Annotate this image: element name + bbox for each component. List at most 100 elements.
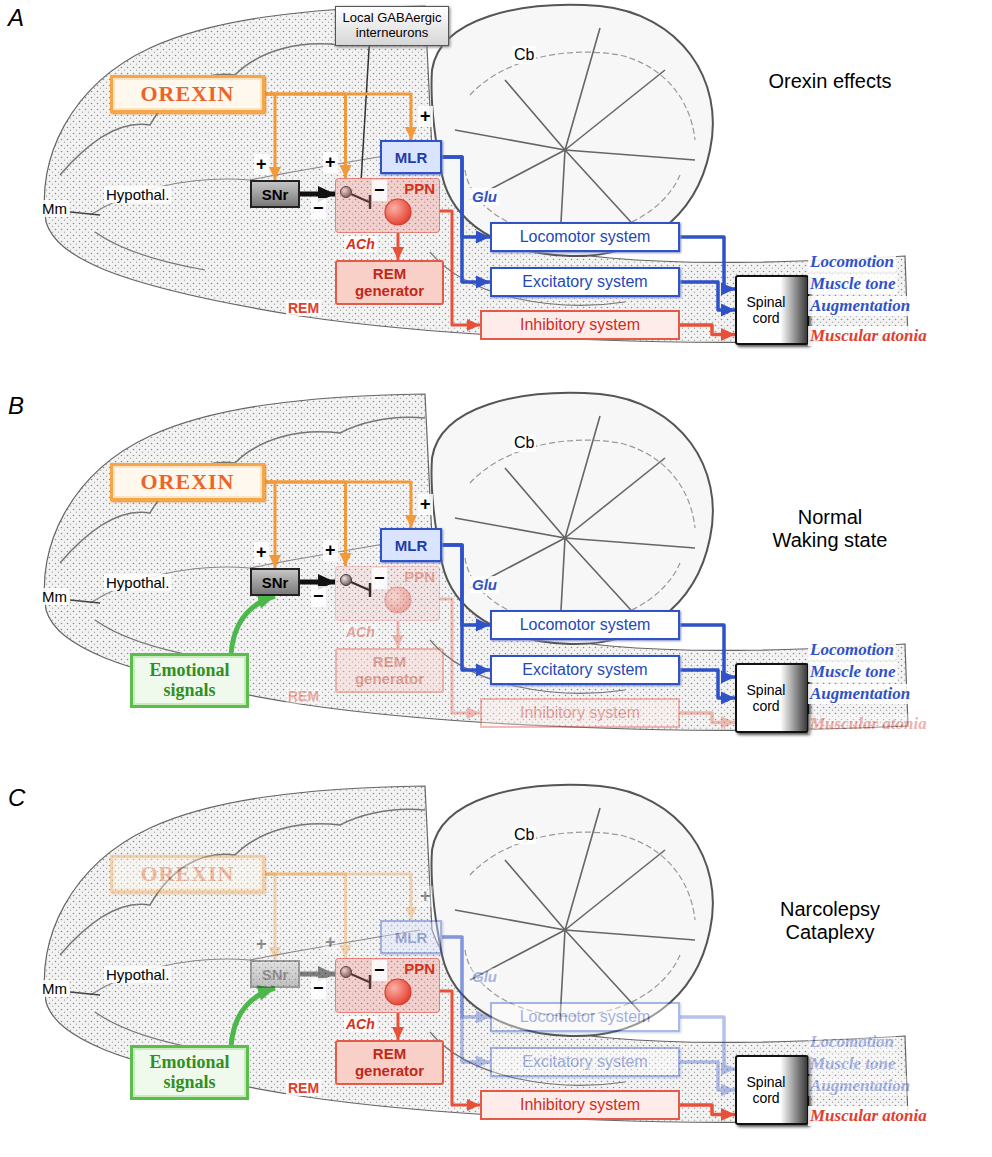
region-label: Hypothal. bbox=[104, 574, 171, 591]
connector-arrow bbox=[680, 237, 735, 296]
excitation-sign: + bbox=[254, 934, 269, 955]
rem-generator-box: REM generator bbox=[335, 648, 444, 693]
snr-box: SNr bbox=[250, 960, 300, 988]
connector-arrow bbox=[392, 621, 404, 648]
connector-line bbox=[680, 1062, 735, 1090]
transmitter-label: Glu bbox=[470, 576, 499, 593]
transmitter-label: Glu bbox=[470, 968, 499, 985]
ppn-region: PPN bbox=[335, 958, 440, 1013]
arrow-head bbox=[721, 716, 735, 729]
outcome-label: Locomotion bbox=[808, 1032, 896, 1052]
connector-arrow bbox=[265, 94, 352, 178]
region-label: Hypothal. bbox=[104, 186, 171, 203]
emotional-signals-box: Emotional signals bbox=[130, 1045, 249, 1100]
outcome-label: Augmentation bbox=[808, 1076, 912, 1096]
inhibitory-system-box: Inhibitory system bbox=[480, 1090, 680, 1120]
arrow-head bbox=[476, 619, 490, 632]
excitation-sign: + bbox=[418, 106, 433, 127]
connector-arrow bbox=[392, 1013, 404, 1040]
region-label: Cb bbox=[512, 434, 536, 452]
panel-letter: B bbox=[6, 392, 26, 420]
connector-arrow bbox=[440, 599, 480, 719]
connector-line bbox=[440, 991, 480, 1105]
node-text: MLR bbox=[395, 929, 428, 946]
arrow-head bbox=[721, 1084, 735, 1097]
node-text: SNr bbox=[262, 186, 289, 203]
emotional-signals-box: Emotional signals bbox=[130, 653, 249, 708]
outcome-label: Muscular atonia bbox=[808, 714, 929, 734]
inhibitory-system-box: Inhibitory system bbox=[480, 310, 680, 340]
node-text: Spinal cord bbox=[739, 682, 793, 714]
connector-arrow bbox=[265, 874, 417, 920]
arrow-head bbox=[476, 231, 490, 244]
inhibitory-system-box: Inhibitory system bbox=[480, 698, 680, 728]
excitatory-system-box: Excitatory system bbox=[490, 1047, 680, 1077]
callout-box: Local GABAergic interneurons bbox=[335, 6, 449, 46]
orexin-box: OREXIN bbox=[110, 75, 265, 113]
connector-line bbox=[442, 937, 490, 1062]
arrow-head bbox=[476, 1056, 490, 1069]
region-label: Mm bbox=[40, 200, 69, 217]
connector-arrow bbox=[680, 1105, 735, 1121]
excitation-sign: + bbox=[254, 154, 269, 175]
connector-line bbox=[265, 874, 411, 920]
excitation-sign: + bbox=[254, 542, 269, 563]
arrow-head bbox=[340, 165, 352, 178]
arrow-head bbox=[392, 1027, 404, 1040]
connector-line bbox=[440, 599, 480, 713]
transmitter-label: ACh bbox=[344, 1016, 377, 1032]
connector-arrow bbox=[231, 985, 275, 1045]
arrow-head bbox=[405, 127, 417, 140]
arrow-head bbox=[476, 276, 490, 289]
transmitter-label: Glu bbox=[470, 188, 499, 205]
ppn-region: PPN bbox=[335, 178, 440, 233]
connector-arrow bbox=[231, 593, 275, 653]
excitatory-system-box: Excitatory system bbox=[490, 655, 680, 685]
arrow-head bbox=[269, 167, 281, 180]
locomotor-system-box: Locomotor system bbox=[490, 222, 680, 252]
connector-arrow bbox=[680, 1062, 735, 1097]
inhibition-sign: − bbox=[372, 180, 387, 201]
arrow-head bbox=[405, 907, 417, 920]
node-text: Emotional signals bbox=[137, 661, 242, 701]
connector-arrow bbox=[392, 233, 404, 260]
excitation-sign: + bbox=[323, 540, 338, 561]
locomotor-system-box: Locomotor system bbox=[490, 1002, 680, 1032]
node-text: SNr bbox=[262, 966, 289, 983]
arrow-head bbox=[476, 664, 490, 677]
arrow-head bbox=[340, 553, 352, 566]
node-text: Inhibitory system bbox=[520, 1096, 640, 1114]
outcome-label: Muscle tone bbox=[808, 274, 897, 294]
node-text: OREXIN bbox=[140, 81, 234, 107]
rem-generator-box: REM generator bbox=[335, 1040, 444, 1085]
node-text: Locomotor system bbox=[520, 1008, 651, 1026]
rem-generator-box: REM generator bbox=[335, 260, 444, 305]
outcome-label: Augmentation bbox=[808, 684, 912, 704]
inhibition-sign: − bbox=[311, 978, 326, 999]
connector-arrow bbox=[361, 46, 369, 178]
snr-box: SNr bbox=[250, 568, 300, 596]
arrow-head bbox=[467, 707, 480, 719]
connector-line bbox=[442, 157, 490, 282]
node-text: SNr bbox=[262, 574, 289, 591]
connector-line bbox=[265, 482, 346, 566]
arrow-head bbox=[721, 328, 735, 341]
node-text: Spinal cord bbox=[739, 294, 793, 326]
connector-arrow bbox=[440, 211, 480, 331]
node-text: Locomotor system bbox=[520, 616, 651, 634]
connector-arrow bbox=[442, 937, 490, 1069]
outcome-label: Locomotion bbox=[808, 252, 896, 272]
connector-arrow bbox=[265, 482, 352, 566]
excitation-sign: + bbox=[323, 932, 338, 953]
node-text: PPN bbox=[404, 180, 435, 197]
connector-arrow bbox=[265, 482, 417, 528]
outcome-label: Augmentation bbox=[808, 296, 912, 316]
arrow-head bbox=[467, 319, 480, 331]
mlr-box: MLR bbox=[380, 528, 442, 562]
spinal-cord-box: Spinal cord bbox=[735, 663, 809, 733]
node-text: Spinal cord bbox=[739, 1074, 793, 1106]
arrow-head bbox=[269, 947, 281, 960]
node-text: REM generator bbox=[341, 266, 438, 299]
node-text: PPN bbox=[404, 568, 435, 585]
node-text: Excitatory system bbox=[522, 273, 647, 291]
